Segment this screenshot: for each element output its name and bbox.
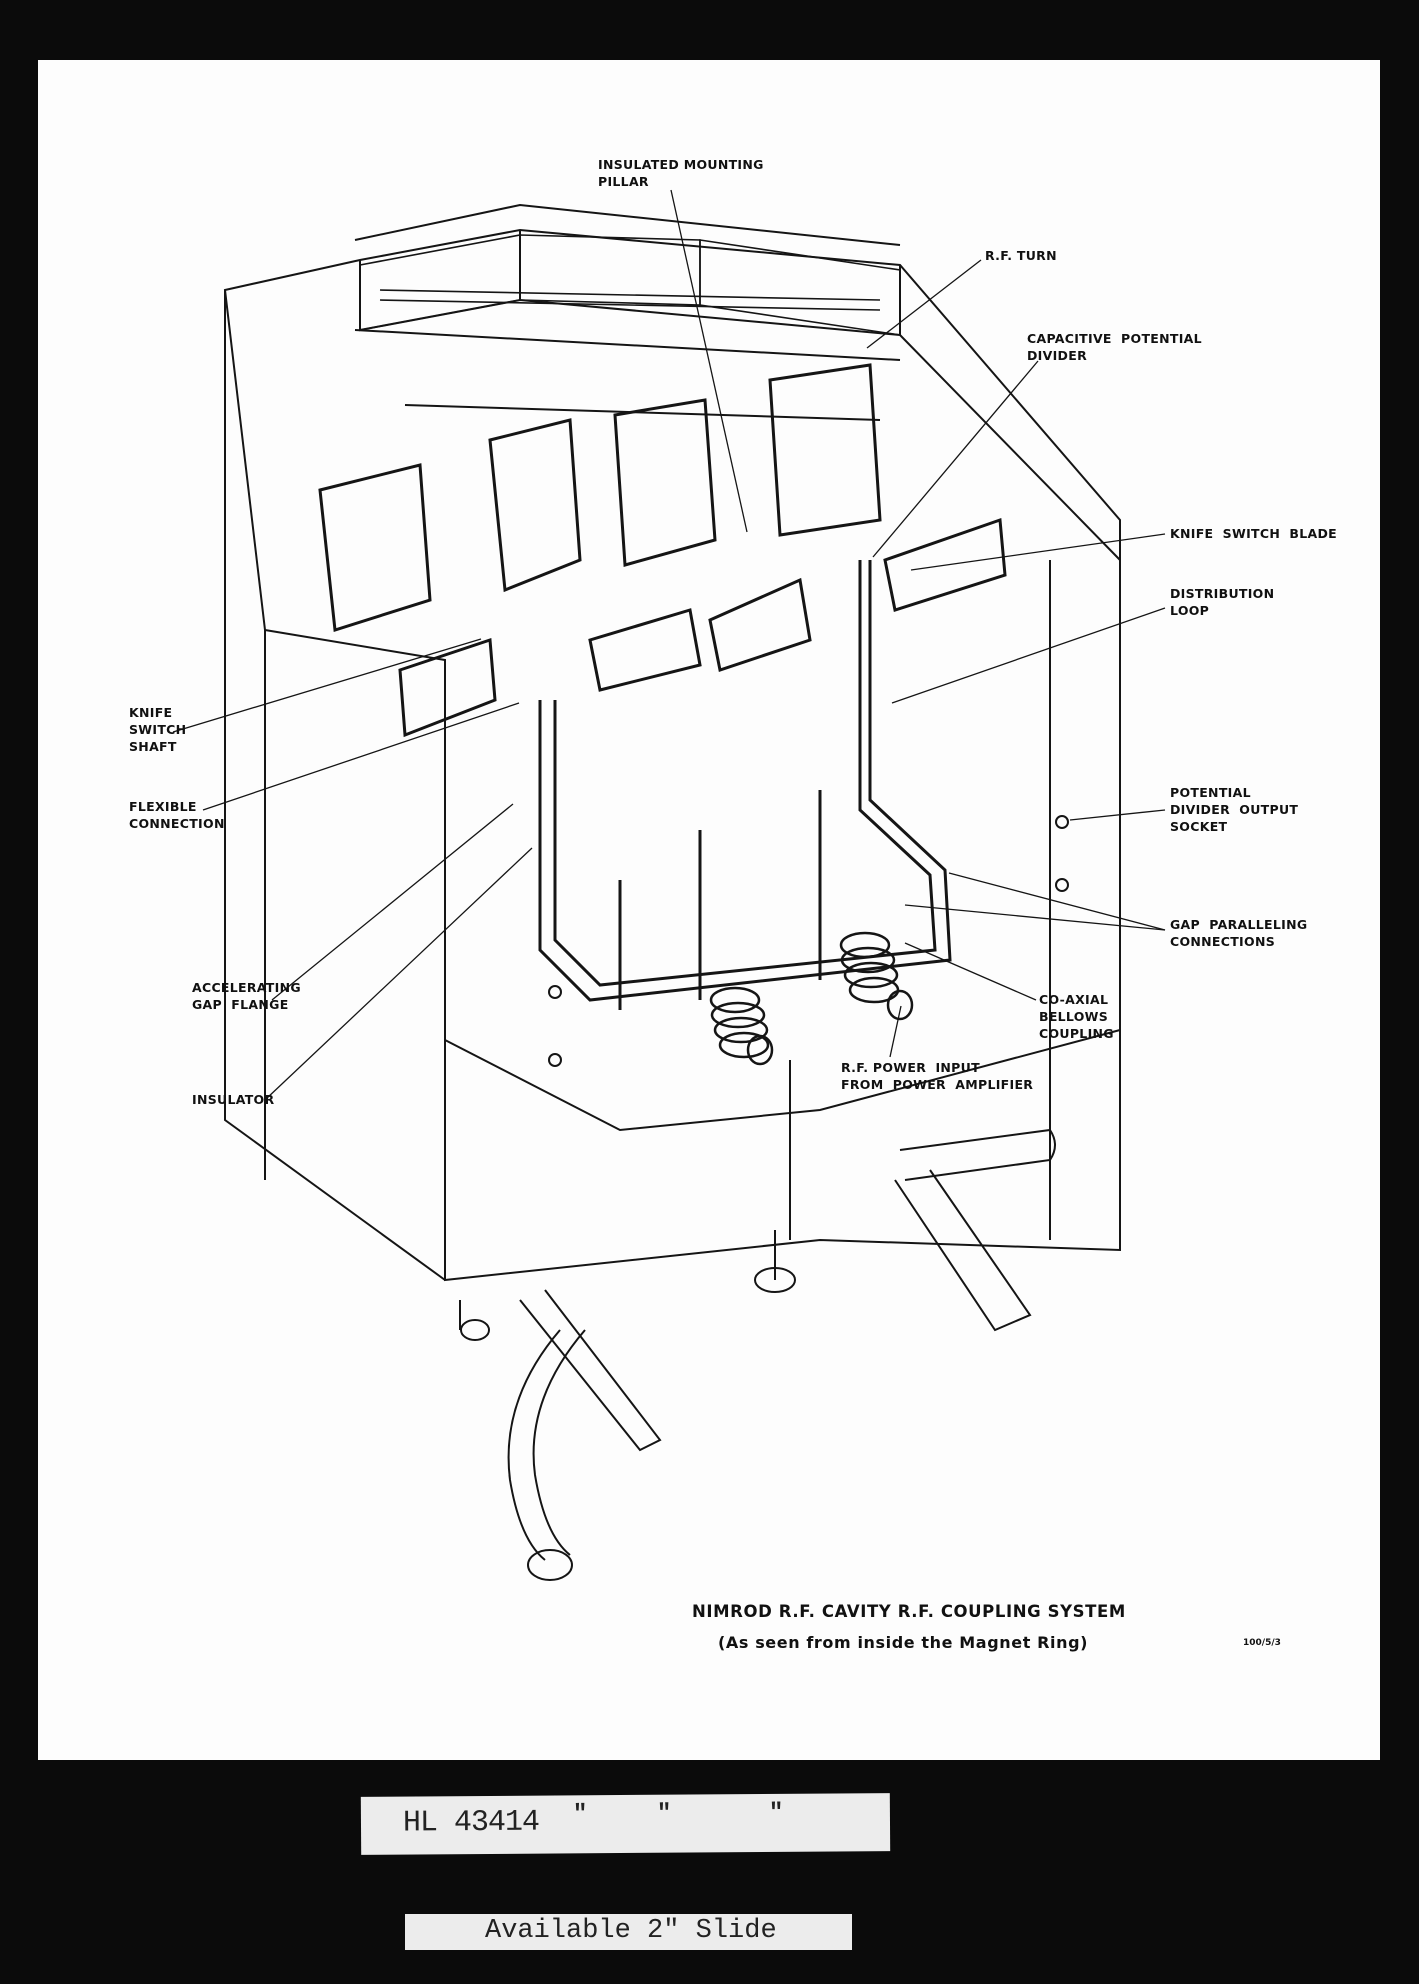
label-line: DIVIDER xyxy=(1027,348,1087,363)
leader-lines xyxy=(172,189,1166,1100)
ditto-mark: " xyxy=(572,1801,588,1829)
label-capacitive-potential-divider: CAPACITIVE POTENTIAL DIVIDER xyxy=(1027,330,1202,364)
label-line: COUPLING xyxy=(1039,1026,1114,1041)
label-insulated-mounting-pillar: INSULATED MOUNTING PILLAR xyxy=(598,156,764,190)
label-line: GAP PARALLELING xyxy=(1170,917,1308,932)
catalogue-label-strip: HL 43414 " " " xyxy=(360,1793,891,1855)
catalogue-number: HL 43414 xyxy=(402,1805,540,1841)
diagram-subtitle: (As seen from inside the Magnet Ring) xyxy=(718,1633,1089,1652)
rails-and-pipes xyxy=(459,1128,1056,1581)
slide-note-strip: Available 2" Slide xyxy=(405,1914,852,1950)
top-slabs xyxy=(359,234,901,336)
diagram-title: NIMROD R.F. CAVITY R.F. COUPLING SYSTEM xyxy=(692,1602,1126,1621)
label-line: GAP FLANGE xyxy=(192,997,289,1012)
label-line: CONNECTION xyxy=(129,816,225,831)
label-line: CONNECTIONS xyxy=(1170,934,1276,949)
label-line: DISTRIBUTION xyxy=(1170,586,1275,601)
drawing-reference: 100/5/3 xyxy=(1243,1638,1281,1648)
label-line: KNIFE SWITCH BLADE xyxy=(1170,526,1337,541)
label-knife-switch-blade: KNIFE SWITCH BLADE xyxy=(1170,525,1337,542)
bellows-couplings xyxy=(709,931,914,1066)
label-line: SOCKET xyxy=(1170,819,1228,834)
label-line: POTENTIAL xyxy=(1170,785,1251,800)
label-line: FROM POWER AMPLIFIER xyxy=(841,1077,1034,1092)
label-line: LOOP xyxy=(1170,603,1210,618)
ditto-mark: " xyxy=(656,1800,672,1828)
label-line: R.F. POWER INPUT xyxy=(841,1060,980,1075)
ditto-mark: " xyxy=(768,1799,784,1827)
drawing-sheet xyxy=(38,60,1380,1760)
label-line: INSULATED MOUNTING xyxy=(598,157,764,172)
cavity-body xyxy=(223,203,1121,1282)
label-line: CO-AXIAL xyxy=(1039,992,1109,1007)
label-line: R.F. TURN xyxy=(985,248,1057,263)
distribution-loops xyxy=(538,560,952,1010)
label-line: CAPACITIVE POTENTIAL xyxy=(1027,331,1202,346)
label-line: KNIFE xyxy=(129,705,173,720)
label-line: PILLAR xyxy=(598,174,649,189)
label-line: ACCELERATING xyxy=(192,980,301,995)
rf-turn-loops xyxy=(318,363,1007,738)
label-flexible-connection: FLEXIBLE CONNECTION xyxy=(129,798,225,832)
label-line: BELLOWS xyxy=(1039,1009,1109,1024)
label-line: SHAFT xyxy=(129,739,177,754)
label-line: INSULATOR xyxy=(192,1092,275,1107)
label-gap-paralleling-connections: GAP PARALLELING CONNECTIONS xyxy=(1170,916,1307,950)
label-rf-turn: R.F. TURN xyxy=(985,247,1057,264)
label-line: FLEXIBLE xyxy=(129,799,197,814)
label-potential-divider-output-socket: POTENTIAL DIVIDER OUTPUT SOCKET xyxy=(1170,784,1298,835)
label-rf-power-input: R.F. POWER INPUT FROM POWER AMPLIFIER xyxy=(841,1059,1033,1093)
slide-note: Available 2" Slide xyxy=(485,1916,777,1946)
label-co-axial-bellows-coupling: CO-AXIAL BELLOWS COUPLING xyxy=(1039,991,1114,1042)
label-line: SWITCH xyxy=(129,722,187,737)
label-distribution-loop: DISTRIBUTION LOOP xyxy=(1170,585,1274,619)
sockets xyxy=(548,815,1069,1067)
label-accelerating-gap-flange: ACCELERATING GAP FLANGE xyxy=(192,979,301,1013)
label-insulator: INSULATOR xyxy=(192,1091,274,1108)
label-line: DIVIDER OUTPUT xyxy=(1170,802,1299,817)
label-knife-switch-shaft: KNIFE SWITCH SHAFT xyxy=(129,704,186,755)
